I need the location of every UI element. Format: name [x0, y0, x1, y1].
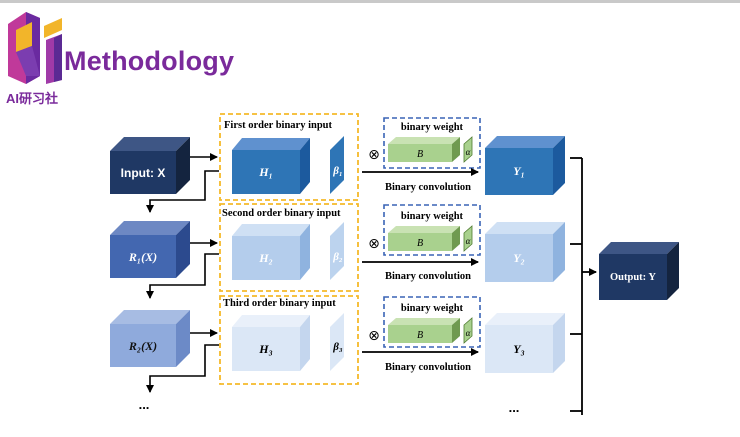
top-border	[0, 0, 740, 3]
y3-label: Y₃	[513, 342, 525, 356]
alpha2-label: α	[466, 236, 471, 246]
left-ellipsis: ...	[139, 397, 150, 412]
weight-row-1: ⊗ binary weight B α Binary convolution	[362, 117, 481, 193]
input-cube: Input: X	[110, 137, 190, 194]
h3-cube: H₃	[232, 315, 310, 371]
residual-2-label: R₂(X)	[128, 339, 157, 353]
h1-cube: H₁	[232, 138, 310, 194]
weight-1-title: binary weight	[401, 122, 464, 133]
output-bus	[570, 157, 597, 415]
h2-cube: H₂	[232, 224, 310, 280]
order-1-title: First order binary input	[224, 120, 333, 131]
b1-label: B	[417, 149, 423, 160]
output-cube: Output: Y	[599, 242, 679, 300]
order-1-dashed-box	[219, 113, 359, 201]
weight-2-dashed-box	[383, 204, 481, 256]
ai-logo-icon	[8, 12, 62, 84]
order-2-block: Second order binary input H₂ β₂	[219, 203, 359, 292]
h2-label: H₂	[258, 251, 273, 265]
conv-2-label: Binary convolution	[385, 271, 471, 282]
brand-title: Methodology	[64, 46, 235, 76]
multiply-symbol-2: ⊗	[368, 236, 380, 252]
h3-label: H₃	[258, 342, 273, 356]
weight-3-dashed-box	[383, 296, 481, 348]
b2-label: B	[417, 238, 423, 249]
order-1-block: First order binary input H₁ β₁	[219, 113, 359, 201]
brand-subtitle: AI研习社	[6, 91, 59, 106]
weight-2-title: binary weight	[401, 211, 464, 222]
weight-1-dashed-box	[383, 117, 481, 169]
order-3-dashed-box	[219, 295, 359, 385]
beta1-label: β₁	[332, 165, 342, 177]
alpha1-label: α	[466, 147, 471, 157]
y1-label: Y₁	[513, 164, 525, 178]
h1-label: H₁	[258, 165, 273, 179]
beta2-label: β₂	[332, 251, 343, 263]
output-label: Output: Y	[610, 272, 656, 283]
multiply-symbol-3: ⊗	[368, 328, 380, 344]
weight-3-title: binary weight	[401, 303, 464, 314]
residual-1-label: R₁(X)	[128, 250, 157, 264]
left-arrows	[146, 153, 219, 393]
b3-label: B	[417, 330, 423, 341]
order-3-title: Third order binary input	[223, 298, 336, 309]
beta2-plane: β₂	[330, 222, 344, 280]
residual-2-cube: R₂(X)	[110, 310, 190, 367]
order-2-dashed-box	[219, 203, 359, 292]
residual-1-cube: R₁(X)	[110, 221, 190, 278]
order-2-title: Second order binary input	[222, 208, 341, 219]
y2-cube: Y₂	[485, 222, 565, 282]
alpha3-label: α	[466, 328, 471, 338]
conv-1-label: Binary convolution	[385, 182, 471, 193]
beta3-plane: β₃	[330, 313, 344, 371]
weight-row-3: ⊗ binary weight B α Binary convolution	[362, 296, 481, 373]
y1-cube: Y₁	[485, 136, 565, 195]
beta3-label: β₃	[332, 341, 343, 353]
y3-cube: Y₃	[485, 313, 565, 373]
right-ellipsis: ...	[509, 400, 520, 415]
beta1-plane: β₁	[330, 136, 344, 194]
input-label: Input: X	[121, 166, 166, 180]
y2-label: Y₂	[513, 251, 525, 265]
multiply-symbol-1: ⊗	[368, 147, 380, 163]
weight-row-2: ⊗ binary weight B α Binary convolution	[362, 204, 481, 282]
conv-3-label: Binary convolution	[385, 362, 471, 373]
order-3-block: Third order binary input H₃ β₃	[219, 295, 359, 385]
